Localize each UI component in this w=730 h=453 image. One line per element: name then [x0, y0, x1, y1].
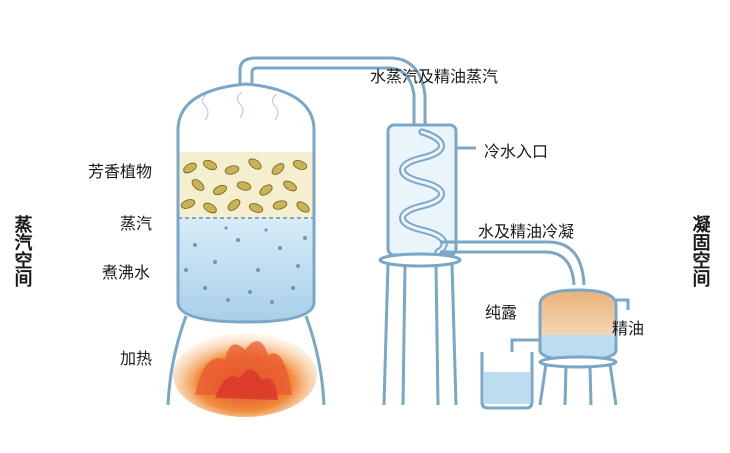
label-boiling: 煮沸水: [102, 263, 150, 282]
label-plants: 芳香植物: [88, 162, 152, 181]
condenser: [378, 123, 476, 406]
label-cold-in: 冷水入口: [484, 142, 548, 161]
vapor-tube: [238, 56, 427, 130]
label-condense: 水及精油冷凝: [478, 222, 574, 241]
label-vapor: 水蒸汽及精油蒸汽: [370, 67, 498, 86]
hydrosol-beaker: [480, 352, 534, 410]
label-heating: 加热: [120, 349, 152, 368]
label-condense-space: 凝固空间: [690, 214, 711, 287]
label-steam-space: 蒸汽空间: [12, 215, 33, 287]
label-hydrosol: 纯露: [485, 303, 517, 322]
still-pot: [176, 82, 316, 324]
label-oil: 精油: [612, 319, 644, 338]
pot-legs: [166, 315, 326, 406]
separator: [510, 288, 630, 406]
fire: [173, 333, 317, 417]
condensate-tube: [440, 240, 586, 286]
label-steam: 蒸汽: [120, 214, 152, 233]
